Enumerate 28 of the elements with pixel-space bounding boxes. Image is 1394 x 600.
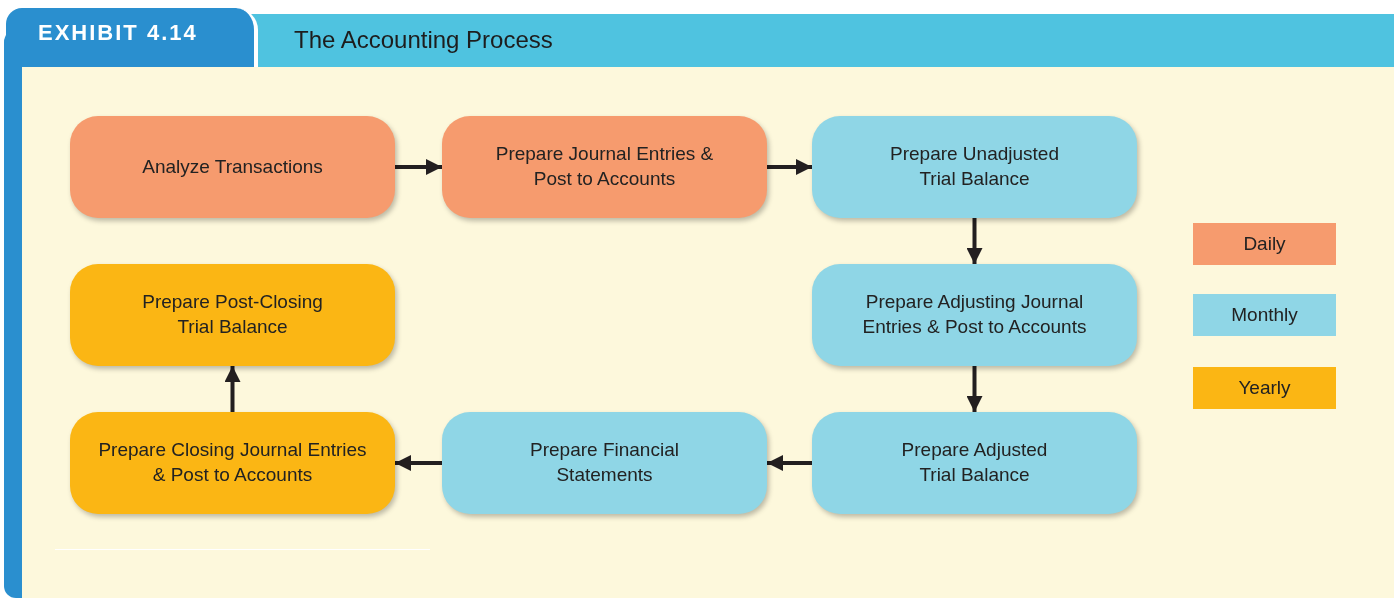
step-label: Prepare Journal Entries & Post to Accounts xyxy=(494,142,715,191)
legend-swatch: Daily xyxy=(1193,223,1336,265)
process-box xyxy=(442,412,767,514)
step-label: Prepare Closing Journal Entries & Post to Accounts xyxy=(97,438,368,487)
process-box xyxy=(812,264,1137,366)
step-label: Prepare Post-Closing Trial Balance xyxy=(141,290,324,339)
process-box xyxy=(70,116,395,218)
step-label: Prepare Financial Statements xyxy=(529,438,680,487)
legend-swatch: Monthly xyxy=(1193,294,1336,336)
step-label: Prepare Adjusted Trial Balance xyxy=(900,438,1049,487)
arrow xyxy=(767,455,812,471)
step-label: Prepare Unadjusted Trial Balance xyxy=(889,142,1060,191)
process-box xyxy=(70,412,395,514)
process-box xyxy=(812,116,1137,218)
step-label: Analyze Transactions xyxy=(142,154,323,179)
arrow xyxy=(966,218,983,264)
legend-swatch: Yearly xyxy=(1193,367,1336,409)
arrow xyxy=(767,159,812,175)
arrow xyxy=(395,455,442,471)
process-box xyxy=(70,264,395,366)
arrow xyxy=(395,159,442,175)
exhibit-tab: EXHIBIT 4.14 xyxy=(6,8,258,68)
arrow xyxy=(224,366,241,412)
step-label: Prepare Adjusting Journal Entries & Post to Accounts xyxy=(861,290,1088,339)
title: The Accounting Process xyxy=(294,26,553,54)
arrow xyxy=(966,366,983,412)
process-box xyxy=(812,412,1137,514)
process-box xyxy=(442,116,767,218)
